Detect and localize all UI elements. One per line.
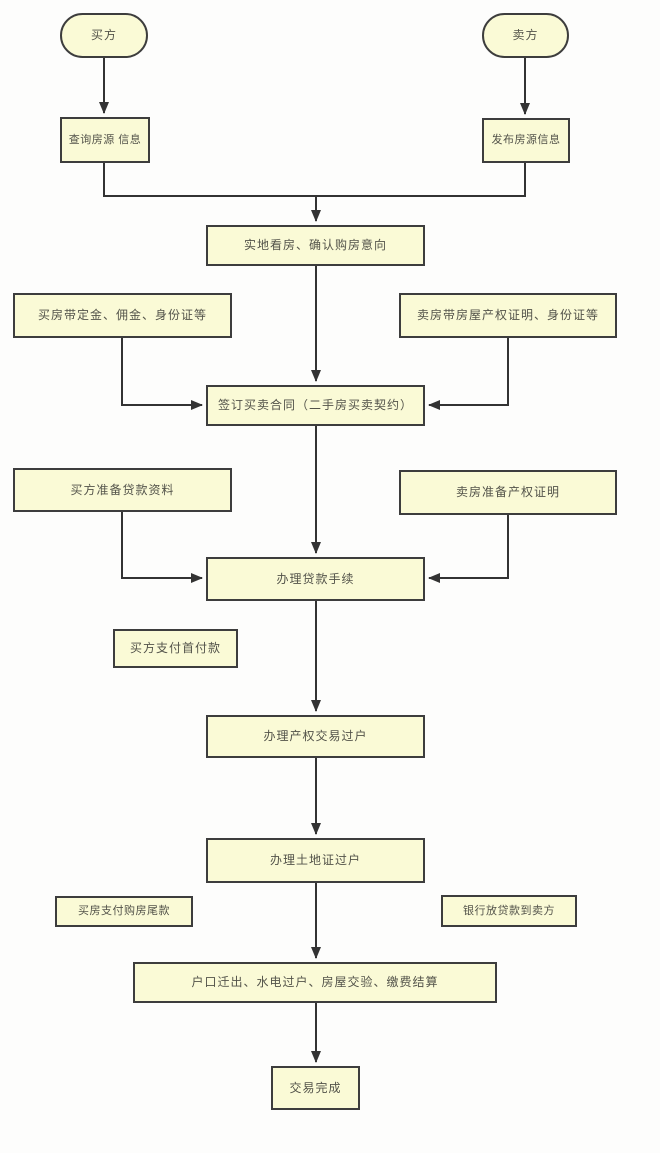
node-publish-listing: 发布房源信息 [482, 118, 570, 163]
node-bank-loan-to-seller: 银行放贷款到卖方 [441, 895, 577, 927]
node-handover: 户口迁出、水电过户、房屋交验、缴费结算 [133, 962, 497, 1003]
node-seller-title-docs: 卖房准备产权证明 [399, 470, 617, 515]
node-buyer-loan-docs: 买方准备贷款资料 [13, 468, 232, 512]
node-seller-brings: 卖房带房屋产权证明、身份证等 [399, 293, 617, 338]
connector-sellerbrings-to-contract [428, 338, 509, 410]
connector-merge-bus [103, 163, 526, 197]
node-sign-contract: 签订买卖合同（二手房买卖契约） [206, 385, 425, 426]
node-buyer: 买方 [60, 13, 148, 58]
node-loan-process: 办理贷款手续 [206, 557, 425, 601]
node-search-listing: 查询房源 信息 [60, 117, 150, 163]
node-land-cert-transfer: 办理土地证过户 [206, 838, 425, 883]
node-view-house: 实地看房、确认购房意向 [206, 225, 425, 266]
connector-buyerbrings-to-contract [121, 338, 203, 410]
node-buyer-brings: 买房带定金、佣金、身份证等 [13, 293, 232, 338]
node-title-transfer: 办理产权交易过户 [206, 715, 425, 758]
connector-sellertitle-to-loan [428, 515, 509, 583]
connector-buyerloan-to-loan [121, 512, 203, 583]
node-down-payment: 买方支付首付款 [113, 629, 238, 668]
node-transaction-complete: 交易完成 [271, 1066, 360, 1110]
node-seller: 卖方 [482, 13, 569, 58]
node-final-payment: 买房支付购房尾款 [55, 896, 193, 927]
